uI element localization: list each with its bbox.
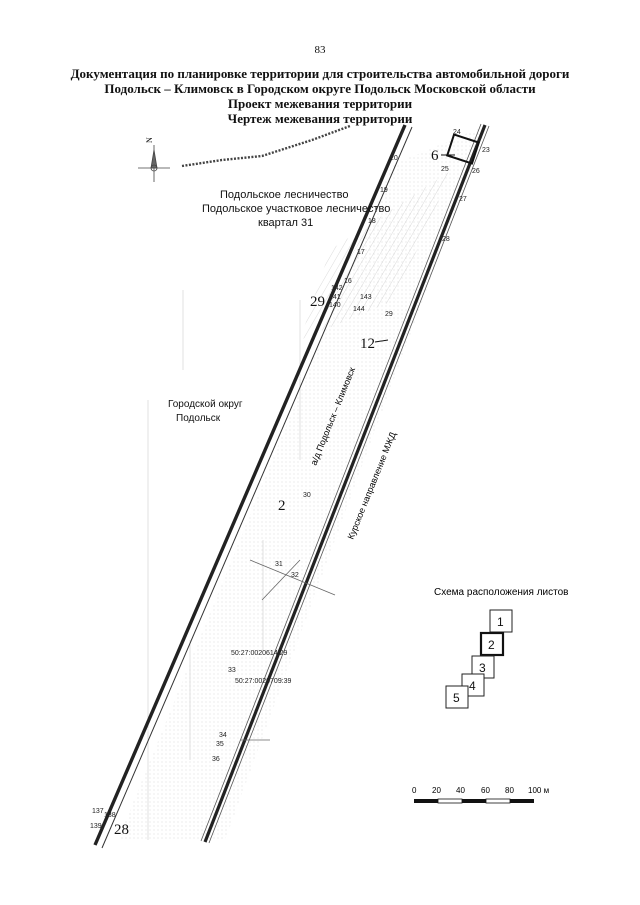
page-number: 83 — [314, 44, 326, 56]
north-arrow-icon — [138, 145, 170, 182]
hatched-zone — [300, 170, 452, 340]
point-143: 143 — [360, 294, 372, 301]
point-16: 16 — [344, 278, 352, 285]
point-142: 142 — [331, 285, 343, 292]
right-of-way-zone — [118, 125, 487, 840]
sheet-5 — [445, 685, 469, 709]
point-30: 30 — [303, 492, 311, 499]
point-25: 25 — [441, 166, 449, 173]
railway-line — [200, 123, 490, 844]
point-36: 36 — [212, 756, 220, 763]
scale-tick-100: 100 м — [528, 786, 549, 795]
point-28: 28 — [442, 236, 450, 243]
sheet-2-label: 2 — [488, 638, 495, 652]
forest-boundary — [181, 124, 351, 168]
scale-tick-20: 20 — [432, 786, 441, 795]
point-29: 29 — [385, 311, 393, 318]
scale-tick-80: 80 — [505, 786, 514, 795]
forest-label-line-1: Подольское лесничество — [220, 189, 348, 201]
parcel-12-label: 12 — [360, 336, 375, 352]
sheet-scheme: 1 2 3 4 5 — [445, 609, 513, 709]
title-line-3: Проект межевания территории — [227, 96, 413, 111]
cadastral-number-2: 50:27:0020709:39 — [235, 678, 292, 685]
point-144: 144 — [353, 306, 365, 313]
sheet-1-label: 1 — [497, 615, 504, 629]
cross-section-lines — [240, 559, 336, 741]
point-24: 24 — [453, 129, 461, 136]
point-139: 139 — [90, 823, 102, 830]
title-line-4: Чертеж межевания территории — [227, 111, 413, 126]
document-title: Документация по планировке территории дл… — [20, 66, 620, 126]
scale-tick-40: 40 — [456, 786, 465, 795]
road-line — [93, 124, 413, 849]
cadastral-number-1: 50:27:0020614:29 — [231, 650, 288, 657]
point-19: 19 — [380, 187, 388, 194]
scale-tick-60: 60 — [481, 786, 490, 795]
point-140: 140 — [329, 302, 341, 309]
sheet-scheme-title: Схема расположения листов — [434, 587, 568, 598]
point-17: 17 — [357, 249, 365, 256]
parcel-6-label: 6 — [431, 148, 439, 164]
parcel-28-label: 28 — [114, 822, 129, 838]
title-line-2: Подольск – Климовск в Городском округе П… — [104, 81, 536, 96]
sheet-4-label: 4 — [469, 679, 476, 693]
point-27: 27 — [459, 196, 467, 203]
forest-label-line-3: квартал 31 — [258, 217, 313, 229]
sheet-3-label: 3 — [479, 661, 486, 675]
point-23: 23 — [482, 147, 490, 154]
point-137: 137 — [92, 808, 104, 815]
point-141: 141 — [329, 294, 341, 301]
scale-tick-0: 0 — [412, 786, 417, 795]
point-26: 26 — [472, 168, 480, 175]
scale-bar: 0 20 40 60 80 100 м — [412, 786, 549, 804]
parcel-29-label: 29 — [310, 294, 325, 310]
district-label-line-1: Городской округ — [168, 399, 243, 410]
point-32: 32 — [291, 572, 299, 579]
forest-label-line-2: Подольское участковое лесничество — [202, 203, 390, 215]
point-34: 34 — [219, 732, 227, 739]
north-label: N — [145, 137, 154, 143]
parcel-6-outline — [445, 133, 481, 165]
parcel-2-label: 2 — [278, 498, 286, 514]
point-33: 33 — [228, 667, 236, 674]
sheet-5-label: 5 — [453, 691, 460, 705]
sheet-2 — [479, 631, 505, 657]
point-18: 18 — [368, 218, 376, 225]
point-31: 31 — [275, 561, 283, 568]
title-line-1: Документация по планировке территории дл… — [70, 66, 570, 81]
point-35: 35 — [216, 741, 224, 748]
district-label-line-2: Подольск — [176, 413, 221, 424]
label-leaders — [374, 154, 455, 343]
point-138: 138 — [104, 812, 116, 819]
point-20: 20 — [390, 155, 398, 162]
